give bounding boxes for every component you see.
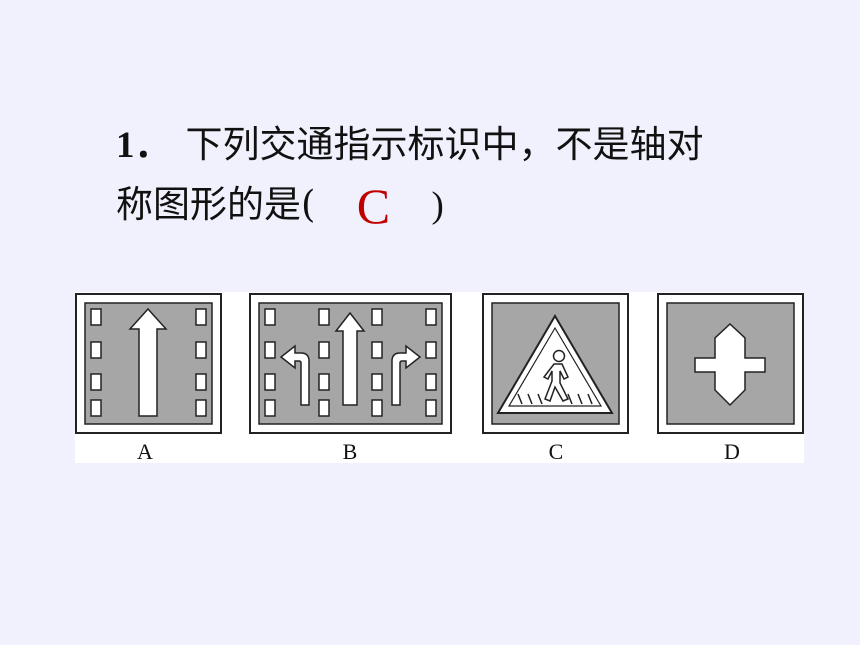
option-label-c: C [548, 439, 564, 464]
sign-c [482, 293, 629, 434]
question-number: 1． [116, 125, 172, 166]
straight-arrow-sign-icon [84, 302, 213, 425]
close-paren: ) [431, 185, 444, 226]
option-label-d: D [724, 439, 740, 464]
option-label-a: A [137, 439, 153, 464]
question-stem-2: 称图形的是( [116, 183, 316, 226]
question-line-2: 称图形的是( C) [116, 173, 816, 233]
answer-text: C [356, 178, 391, 234]
three-lane-arrows-sign-icon [258, 302, 443, 425]
option-label-b: B [342, 439, 358, 464]
traffic-signs-figure: A B C D [75, 292, 804, 464]
question-text: 1． 下列交通指示标识中，不是轴对 称图形的是( C) [116, 118, 816, 233]
sign-b [249, 293, 452, 434]
pedestrian-crossing-sign-icon [491, 302, 620, 425]
sign-a [75, 293, 222, 434]
cross-intersection-sign-icon [666, 302, 795, 425]
question-line-1: 1． 下列交通指示标识中，不是轴对 [116, 118, 816, 173]
sign-d [657, 293, 804, 434]
question-stem-1: 下列交通指示标识中，不是轴对 [185, 123, 704, 166]
